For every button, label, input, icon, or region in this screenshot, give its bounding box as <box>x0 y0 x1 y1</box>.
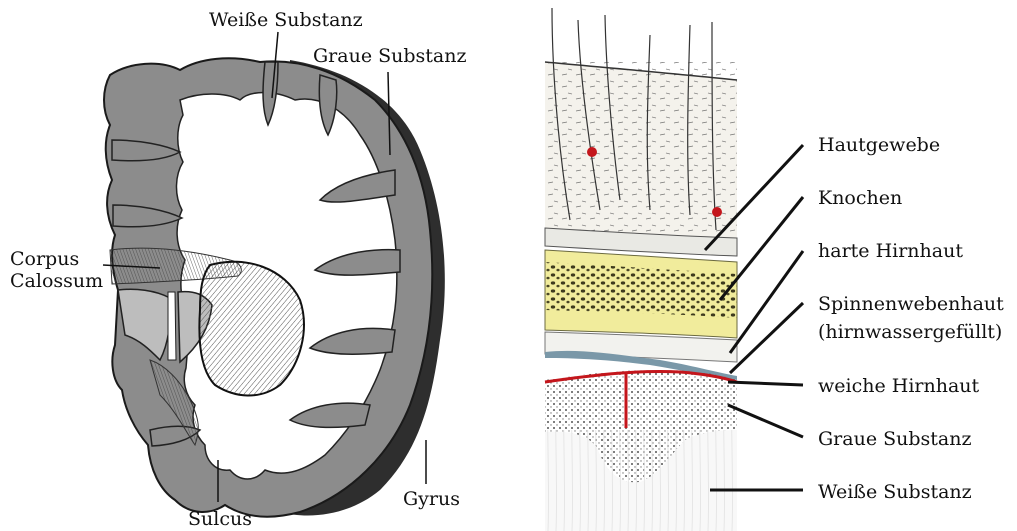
blood-vessel-2 <box>712 207 722 217</box>
label-gray-right: Graue Substanz <box>818 428 971 450</box>
leader-gray <box>728 405 803 437</box>
label-pia: weiche Hirnhaut <box>818 375 979 397</box>
label-white-right: Weiße Substanz <box>818 481 972 503</box>
leader-pia <box>728 382 803 385</box>
white-matter-texture <box>545 430 737 531</box>
skin-texture <box>545 62 737 234</box>
label-arachnoid-1: Spinnenwebenhaut <box>818 293 1004 315</box>
label-bone: Knochen <box>818 187 902 209</box>
label-skin: Hautgewebe <box>818 134 940 156</box>
label-arachnoid-2: (hirnwassergefüllt) <box>818 321 1002 343</box>
label-dura: harte Hirnhaut <box>818 240 963 262</box>
blood-vessel-1 <box>587 147 597 157</box>
